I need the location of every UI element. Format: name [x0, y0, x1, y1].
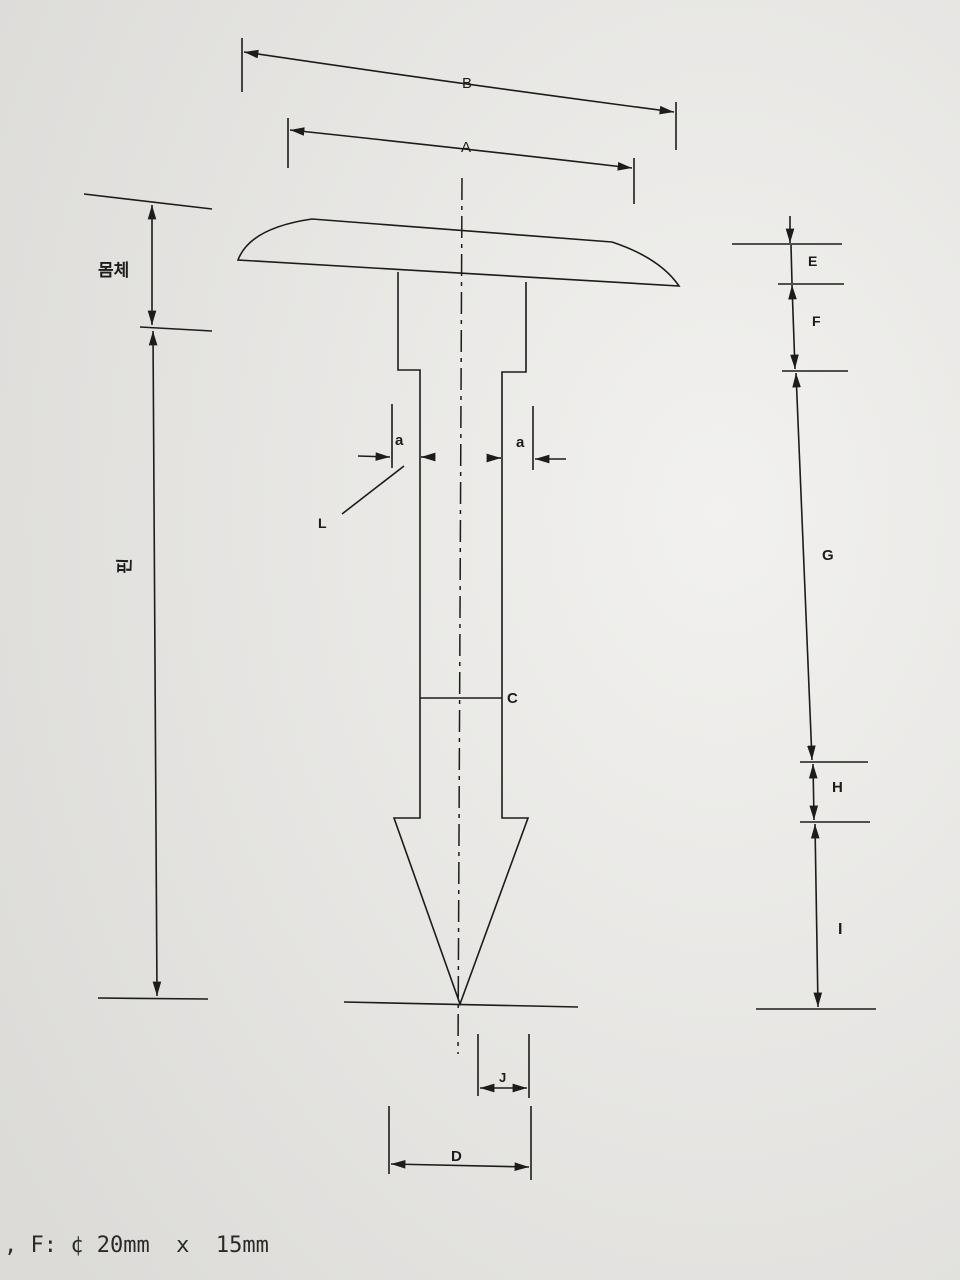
- dim-f-line: [788, 284, 799, 370]
- label-a: A: [461, 139, 471, 156]
- dim-a-small-left-arrow-out: [357, 452, 391, 461]
- label-i: I: [838, 921, 842, 938]
- dim-a-line: [289, 127, 633, 171]
- dim-body-top-extension: [83, 193, 213, 210]
- label-a-right: a: [516, 434, 525, 451]
- label-f: F: [812, 313, 821, 329]
- label-b: B: [462, 75, 472, 92]
- dim-b-line: [243, 49, 675, 115]
- label-body: 몸체: [98, 261, 129, 280]
- label-g: G: [822, 547, 834, 564]
- pin-head: [236, 218, 681, 287]
- footer-spec-text: , F: ¢ 20mm x 15mm: [4, 1233, 269, 1258]
- label-a-left: a: [395, 432, 404, 449]
- label-pin: 핀: [115, 558, 135, 574]
- drawing-lines: [83, 38, 876, 1180]
- label-c: C: [507, 690, 518, 707]
- dim-pin-bottom-extension: [97, 997, 209, 1000]
- dim-d-line: [390, 1159, 530, 1172]
- tip-baseline: [343, 1001, 579, 1008]
- label-j: J: [499, 1070, 506, 1085]
- leader-l: [341, 465, 405, 515]
- dim-g-line: [792, 372, 816, 761]
- centerline: [457, 177, 463, 1055]
- dim-i-line: [810, 823, 823, 1008]
- dim-body-bottom-extension: [139, 326, 213, 332]
- dim-h-line: [808, 763, 819, 821]
- label-e: E: [808, 253, 817, 269]
- label-d: D: [451, 1148, 462, 1165]
- dimension-labels: B A 몸체 핀 a a L C J D E F G H I: [98, 75, 843, 1165]
- label-l: L: [318, 515, 327, 531]
- dim-pin-line: [148, 330, 162, 997]
- dim-e-line: [790, 244, 793, 284]
- label-h: H: [832, 779, 843, 796]
